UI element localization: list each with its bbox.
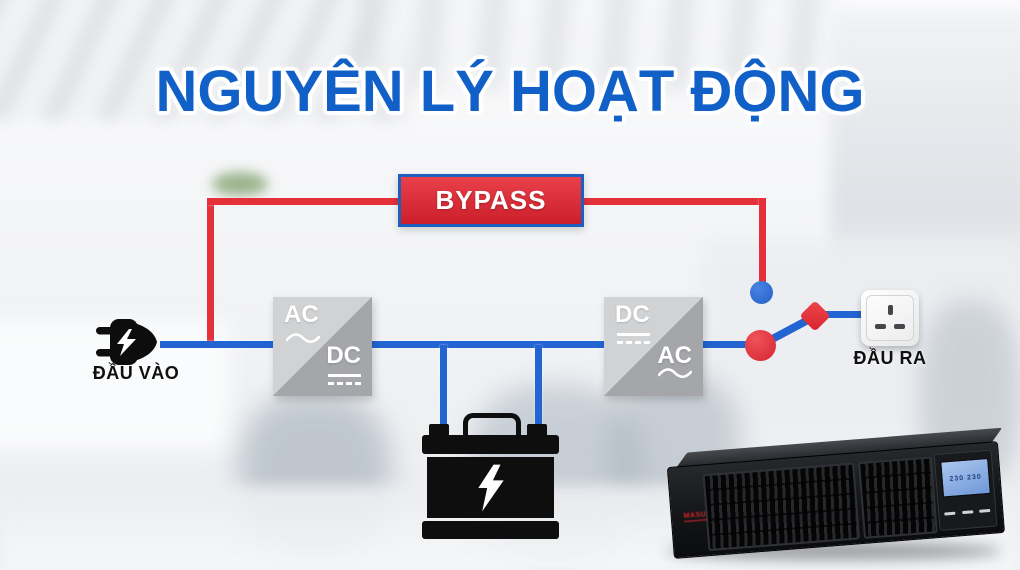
bypass-box: BYPASS [398,174,584,227]
background-chair [240,395,390,560]
bypass-label: BYPASS [435,185,547,215]
battery-top-bar [422,435,559,454]
ups-control-panel: 230 230 [933,449,998,531]
outlet-slot-left [875,324,886,329]
ups-brand-logo: MASU [683,511,707,522]
output-label: ĐẦU RA [853,348,927,368]
outlet-slot-right [894,324,905,329]
battery-bottom-bar [422,521,559,539]
wire-blue-battery-left [440,345,447,437]
rectifier-ac-label: AC [284,301,319,328]
background-window-right [830,10,1020,290]
page-title: NGUYÊN LÝ HOẠT ĐỘNG [155,59,865,124]
dc-solid-line-icon [617,333,650,336]
dc-solid-line-icon [328,374,361,377]
ups-body: MASU 230 230 [666,427,1006,561]
ups-lcd-screen: 230 230 [940,457,991,498]
ups-vent-grille [858,456,938,539]
wire-red-bypass-top-right [582,198,766,205]
ups-buttons [944,508,991,516]
wire-red-bypass-left-vertical [207,198,214,345]
inverter-box: DC AC [604,297,703,396]
dc-dashed-line-icon [617,341,650,344]
ac-wave-icon [285,331,321,349]
switch-pivot-diamond [799,300,831,332]
plug-icon [96,316,168,369]
background-plant [212,172,268,196]
ups-device: MASU 230 230 [660,427,1016,566]
ac-wave-icon [657,366,693,384]
inverter-dc-label: DC [615,301,650,328]
battery-terminal-left [429,424,449,437]
rectifier-box: AC DC [273,297,372,396]
input-label: ĐẦU VÀO [92,363,180,383]
outlet-faceplate [866,295,914,341]
switch-bypass-contact [750,281,773,304]
wire-blue-main [160,341,764,348]
outlet-icon [861,290,919,346]
outlet-slot-top [887,305,893,315]
lightning-icon [477,464,504,511]
inverter-ac-label: AC [657,342,692,369]
ups-vent-grille [702,462,861,552]
switch-inverter-contact [745,330,776,361]
battery-icon [427,457,554,518]
rectifier-dc-label: DC [326,342,361,369]
wire-red-bypass-top-left [207,198,401,205]
dc-dashed-line-icon [328,382,361,385]
wire-red-bypass-right-vertical [759,198,766,290]
